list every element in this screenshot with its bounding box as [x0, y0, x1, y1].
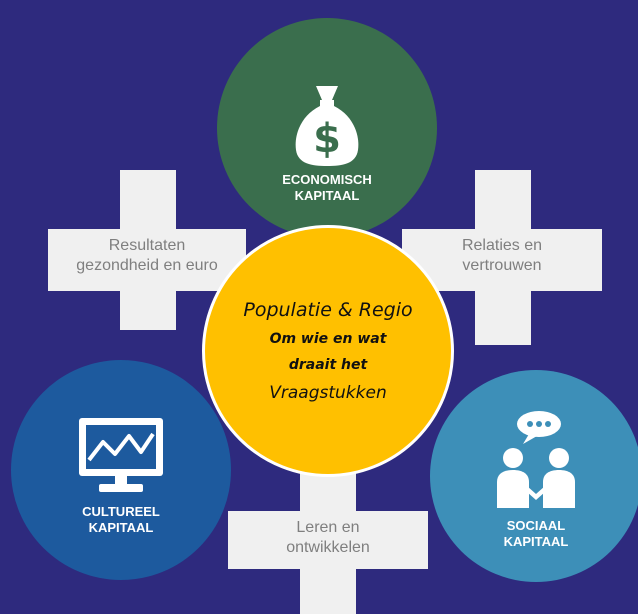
cross-bottom-label: Leren en ontwikkelen — [286, 519, 370, 556]
economisch-kapitaal-label: ECONOMISCH KAPITAAL — [282, 172, 372, 204]
cross-top-left-horizontal — [48, 229, 246, 291]
sociaal-kapitaal-label: SOCIAAL KAPITAAL — [504, 518, 569, 550]
sociaal-kapitaal-circle: SOCIAAL KAPITAAL — [430, 370, 638, 582]
economisch-kapitaal-circle: $ ECONOMISCH KAPITAAL — [217, 18, 437, 238]
people-chat-icon — [497, 411, 575, 508]
cultureel-kapitaal-circle: CULTUREEL KAPITAAL — [11, 360, 231, 580]
cross-top-right-label: Relaties en vertrouwen — [461, 237, 543, 274]
center-circle: Populatie & Regio Om wie en wat draait h… — [202, 225, 454, 477]
sociaal-line1: SOCIAAL — [506, 518, 566, 533]
center-sub1: Om wie en wat — [269, 331, 387, 347]
center-sub2: draait het — [288, 357, 368, 373]
economisch-line1: ECONOMISCH — [282, 172, 372, 187]
monitor-chart-icon — [79, 418, 163, 492]
center-title: Populatie & Regio — [243, 299, 413, 321]
cultureel-line2: KAPITAAL — [88, 520, 154, 535]
cultureel-kapitaal-label: CULTUREEL KAPITAAL — [82, 504, 160, 536]
money-bag-icon: $ — [295, 86, 359, 166]
sociaal-line2: KAPITAAL — [503, 534, 569, 549]
cross-top-left-label: Resultaten gezondheid en euro — [76, 237, 218, 274]
cross-top-right-horizontal — [402, 229, 602, 291]
cultureel-line1: CULTUREEL — [82, 504, 160, 519]
cross-bottom-horizontal — [228, 511, 428, 569]
svg-text:$: $ — [313, 116, 341, 162]
center-sub3: Vraagstukken — [269, 383, 387, 403]
economisch-line2: KAPITAAL — [294, 188, 360, 203]
